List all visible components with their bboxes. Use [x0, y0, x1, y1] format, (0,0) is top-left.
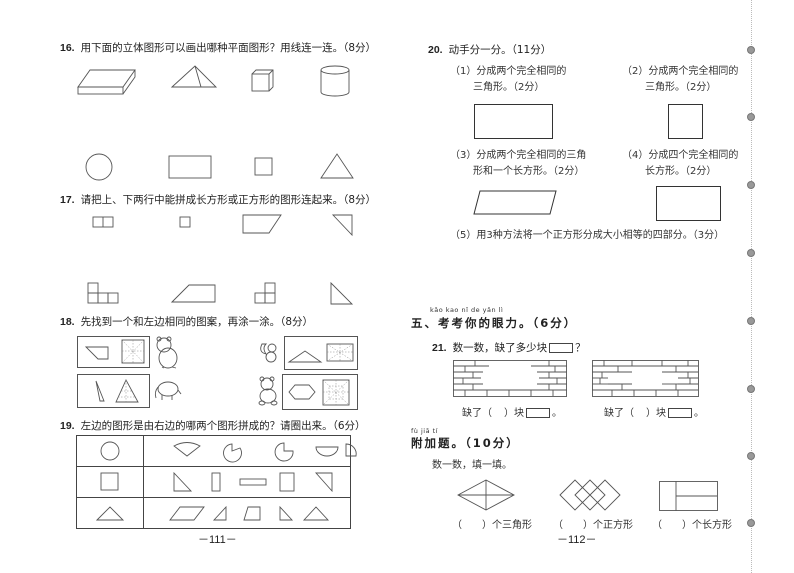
bonus-answer-squares[interactable]: （ ）个正方形 — [553, 520, 633, 531]
square-icon — [254, 157, 273, 176]
overlapping-squares-figure — [559, 479, 621, 511]
trapezoid-icon — [242, 214, 282, 234]
q17-bottom-shapes — [87, 281, 354, 305]
elephant-icon — [154, 381, 182, 400]
triangle-icon — [320, 153, 354, 179]
table-row — [76, 466, 351, 498]
brick-wall-1 — [453, 360, 567, 397]
q20-part-5: （5）用3种方法将一个正方形分成大小相等的四部分。（3分） — [450, 230, 725, 241]
binding-hole-icon — [747, 46, 755, 54]
question-18: 18.先找到一个和左边相同的图案，再涂一涂。（8分） — [60, 316, 314, 328]
q16-flat-shapes — [85, 153, 354, 181]
brick-block-icon — [549, 343, 574, 353]
q19-left-circle — [76, 435, 144, 467]
question-17: 17.请把上、下两行中能拼成长方形或正方形的图形连起来。（8分） — [60, 194, 377, 206]
binding-hole-icon — [747, 519, 755, 527]
split-rectangle-icon — [92, 216, 114, 228]
q20-part-2: （2）分成两个完全相同的 三角形。（2分） — [622, 66, 739, 93]
bear-icon — [156, 336, 178, 369]
q19-options-row2[interactable] — [143, 466, 351, 498]
q21-answer-1[interactable]: 缺了（）块。 — [462, 408, 562, 419]
bonus-instruction: 数一数，填一填。 — [432, 460, 512, 471]
right-triangle-icon — [331, 214, 353, 237]
q20-part-1: （1）分成两个完全相同的 三角形。（2分） — [450, 66, 567, 93]
table-row — [76, 435, 357, 467]
q16-solids — [77, 65, 350, 97]
binding-line — [751, 0, 752, 573]
q19-left-triangle — [76, 497, 144, 529]
question-19: 19.左边的图形是由右边的哪两个图形拼成的？请圈出来。（6分） — [60, 420, 366, 432]
brick-block-icon — [526, 408, 550, 418]
brick-wall-2 — [592, 360, 699, 397]
bonus-pinyin: fù jiā tí — [411, 427, 438, 435]
q19-table — [76, 435, 357, 529]
q18-panel-4 — [282, 374, 358, 410]
question-16: 16.用下面的立体图形可以画出哪种平面图形？用线连一连。（8分） — [60, 42, 377, 54]
brick-block-icon — [668, 408, 692, 418]
bear-cub-icon — [258, 376, 278, 406]
right-triangle-icon — [330, 281, 354, 305]
q20-parallelogram-3[interactable] — [473, 190, 558, 216]
circle-icon — [85, 153, 113, 181]
binding-hole-icon — [747, 317, 755, 325]
q20-rectangle-4[interactable] — [656, 186, 724, 222]
rectangles-figure — [659, 481, 718, 511]
rectangle-icon — [168, 155, 212, 179]
question-20: 20.动手分一分。（11分） — [428, 44, 552, 56]
q20-rectangle-1[interactable] — [474, 104, 554, 140]
trapezoid-icon — [170, 284, 216, 303]
rhombus-figure — [457, 479, 515, 511]
squirrel-icon — [260, 343, 277, 363]
small-square-icon — [179, 216, 191, 228]
q17-top-shapes — [92, 214, 353, 237]
cube-icon — [251, 69, 274, 92]
q18-panel-1 — [77, 336, 150, 368]
q18-panel-2 — [284, 336, 358, 370]
q19-options-row1[interactable] — [143, 435, 357, 467]
q20-part-4: （4）分成四个完全相同的 长方形。（2分） — [622, 150, 739, 177]
binding-hole-icon — [747, 452, 755, 460]
q19-left-square — [76, 466, 144, 498]
pyramid-icon — [170, 65, 218, 88]
section-5-pinyin: kǎo kao nǐ de yǎn lì — [430, 306, 504, 314]
bonus-answer-triangles[interactable]: （ ）个三角形 — [452, 520, 532, 531]
q20-part-3: （3）分成两个完全相同的三角 形和一个长方形。（2分） — [450, 150, 587, 177]
section-5-title: 五、考考你的眼力。（6分） — [411, 316, 578, 330]
question-21: 21.数一数，缺了多少块？ — [432, 342, 586, 354]
q19-options-row3[interactable] — [143, 497, 351, 529]
cylinder-icon — [320, 65, 350, 97]
page-number-left: －111－ — [198, 534, 237, 546]
bonus-answer-rectangles[interactable]: （ ）个长方形 — [652, 520, 732, 531]
page-number-right: －112－ — [557, 534, 597, 546]
binding-hole-icon — [747, 113, 755, 121]
q20-square-2[interactable] — [668, 104, 706, 140]
l-blocks-icon — [87, 282, 119, 304]
cuboid-icon — [77, 69, 136, 95]
binding-hole-icon — [747, 385, 755, 393]
binding-hole-icon — [747, 249, 755, 257]
table-row — [76, 497, 351, 529]
binding-hole-icon — [747, 181, 755, 189]
q21-answer-2[interactable]: 缺了（）块。 — [604, 408, 704, 419]
q18-panel-3 — [77, 374, 150, 408]
bonus-title: 附加题。（10分） — [411, 436, 520, 450]
l-squares-icon — [254, 282, 276, 304]
